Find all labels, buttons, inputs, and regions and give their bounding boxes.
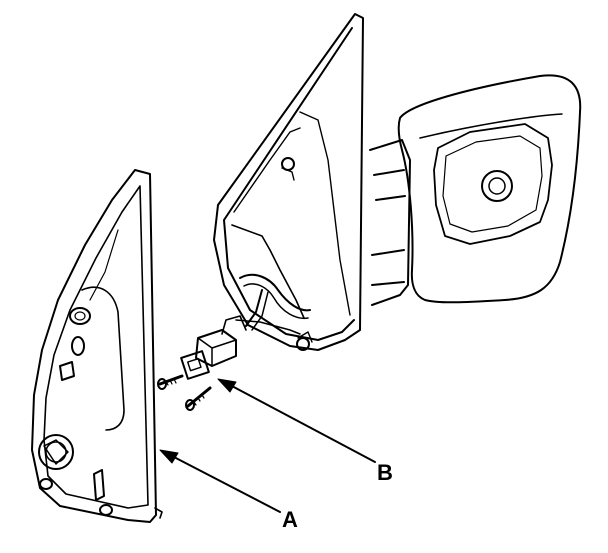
callout-arrow-a [159,449,281,513]
cover-boss-lower-left [39,478,53,490]
cover-boss-bottom [99,504,113,516]
cover-boss-upper [69,307,91,325]
wiring-harness [235,273,311,335]
cover-clip [59,361,75,381]
mirror-pivot [481,170,513,202]
screw-upper [157,374,184,390]
inner-cover-panel [31,169,163,523]
mirror-arm [369,139,411,306]
callout-label-a: A [282,507,298,532]
callout-label-b: B [377,460,393,485]
callout-arrow-b [217,378,376,463]
mirror-inner-plate [433,123,553,245]
cover-slot [93,469,105,501]
mounting-stud-lower [296,337,310,351]
screw-lower [185,386,212,411]
adjuster-knob [38,434,74,470]
mirror-housing [397,74,582,304]
electrical-connector [180,315,247,380]
cover-boss-middle [71,336,85,356]
mirror-base [213,13,364,351]
mirror-assembly [157,13,582,411]
